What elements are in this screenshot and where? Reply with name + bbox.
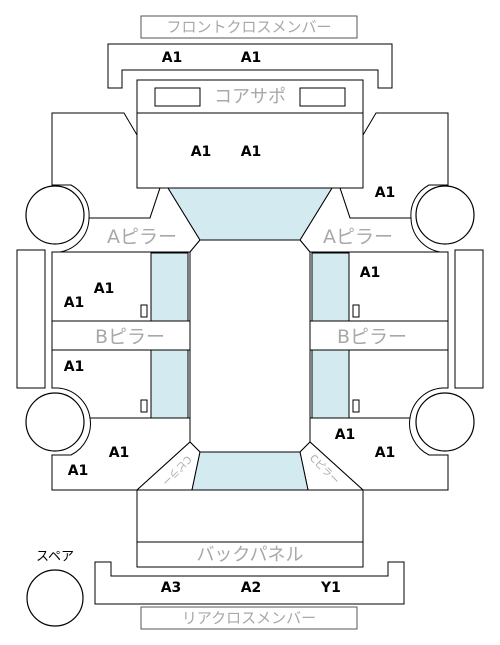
left-b-pillar-label: Bピラー: [95, 326, 165, 348]
right-front-fender-mark: A1: [375, 185, 396, 201]
right-rear-quarter-mark: A1: [375, 445, 396, 461]
spare-label: スペア: [36, 550, 74, 565]
left-rear-quarter-mark: A1: [109, 445, 130, 461]
trunk-floor: [136, 489, 364, 543]
left-front-wheel: [25, 185, 85, 245]
right-a-pillar-label: Aピラー: [323, 226, 393, 248]
right-b-pillar: [309, 320, 449, 351]
right-front-wheel: [415, 185, 475, 245]
front-center-area-mark: A1: [191, 144, 212, 160]
front-cross-member-label-box: [140, 15, 358, 39]
front-center-area-mark: A1: [241, 144, 262, 160]
rear-glass: [191, 451, 309, 491]
right-rear-quarter-mark: A1: [335, 427, 356, 443]
left-rear-door-handle: [140, 399, 148, 413]
rear-cross-member-mark: Y1: [320, 580, 341, 596]
left-b-pillar: [51, 320, 191, 351]
right-front-door-mark: A1: [360, 265, 381, 281]
rear-cross-member-mark: A3: [161, 580, 182, 596]
left-rear-wheel: [25, 392, 85, 452]
cabin-roof: [189, 239, 311, 453]
left-front-door-mark: A1: [64, 295, 85, 311]
left-rear-glass: [150, 349, 189, 419]
left-rear-quarter-mark: A1: [68, 463, 89, 479]
core-support-label: コアサポ: [214, 87, 286, 108]
left-front-fender: [51, 112, 161, 219]
front-cross-member-mark: A1: [162, 50, 183, 66]
rear-cross-member-mark: A2: [241, 580, 262, 596]
rear-cross-member-label-box: [140, 606, 358, 630]
right-front-glass: [311, 252, 350, 322]
right-rear-glass: [311, 349, 350, 419]
back-panel-label: バックパネル: [196, 545, 303, 566]
front-cross-member-mark: A1: [241, 50, 262, 66]
left-rear-door-mark: A1: [64, 359, 85, 375]
right-b-pillar-label: Bピラー: [337, 326, 407, 348]
left-front-door-mark: A1: [94, 281, 115, 297]
left-front-door-handle: [140, 304, 148, 318]
right-front-door-handle: [352, 304, 360, 318]
rear-cross-member: [94, 561, 405, 605]
front-cross-member-label: フロントクロスメンバー: [166, 18, 331, 36]
right-rear-wheel: [415, 392, 475, 452]
right-rear-door-handle: [352, 399, 360, 413]
rear-cross-member-label: リアクロスメンバー: [182, 609, 316, 627]
core-support-right-slot: [299, 87, 346, 107]
front-cross-member: [107, 43, 393, 89]
left-a-pillar-label: Aピラー: [107, 226, 177, 248]
core-support-left-slot: [154, 87, 201, 107]
spare-tire: [26, 569, 84, 627]
back-panel: [136, 541, 364, 568]
right-front-fender: [339, 112, 449, 219]
left-side-sill: [16, 249, 46, 389]
left-front-glass: [150, 252, 189, 322]
right-side-sill: [454, 249, 484, 389]
